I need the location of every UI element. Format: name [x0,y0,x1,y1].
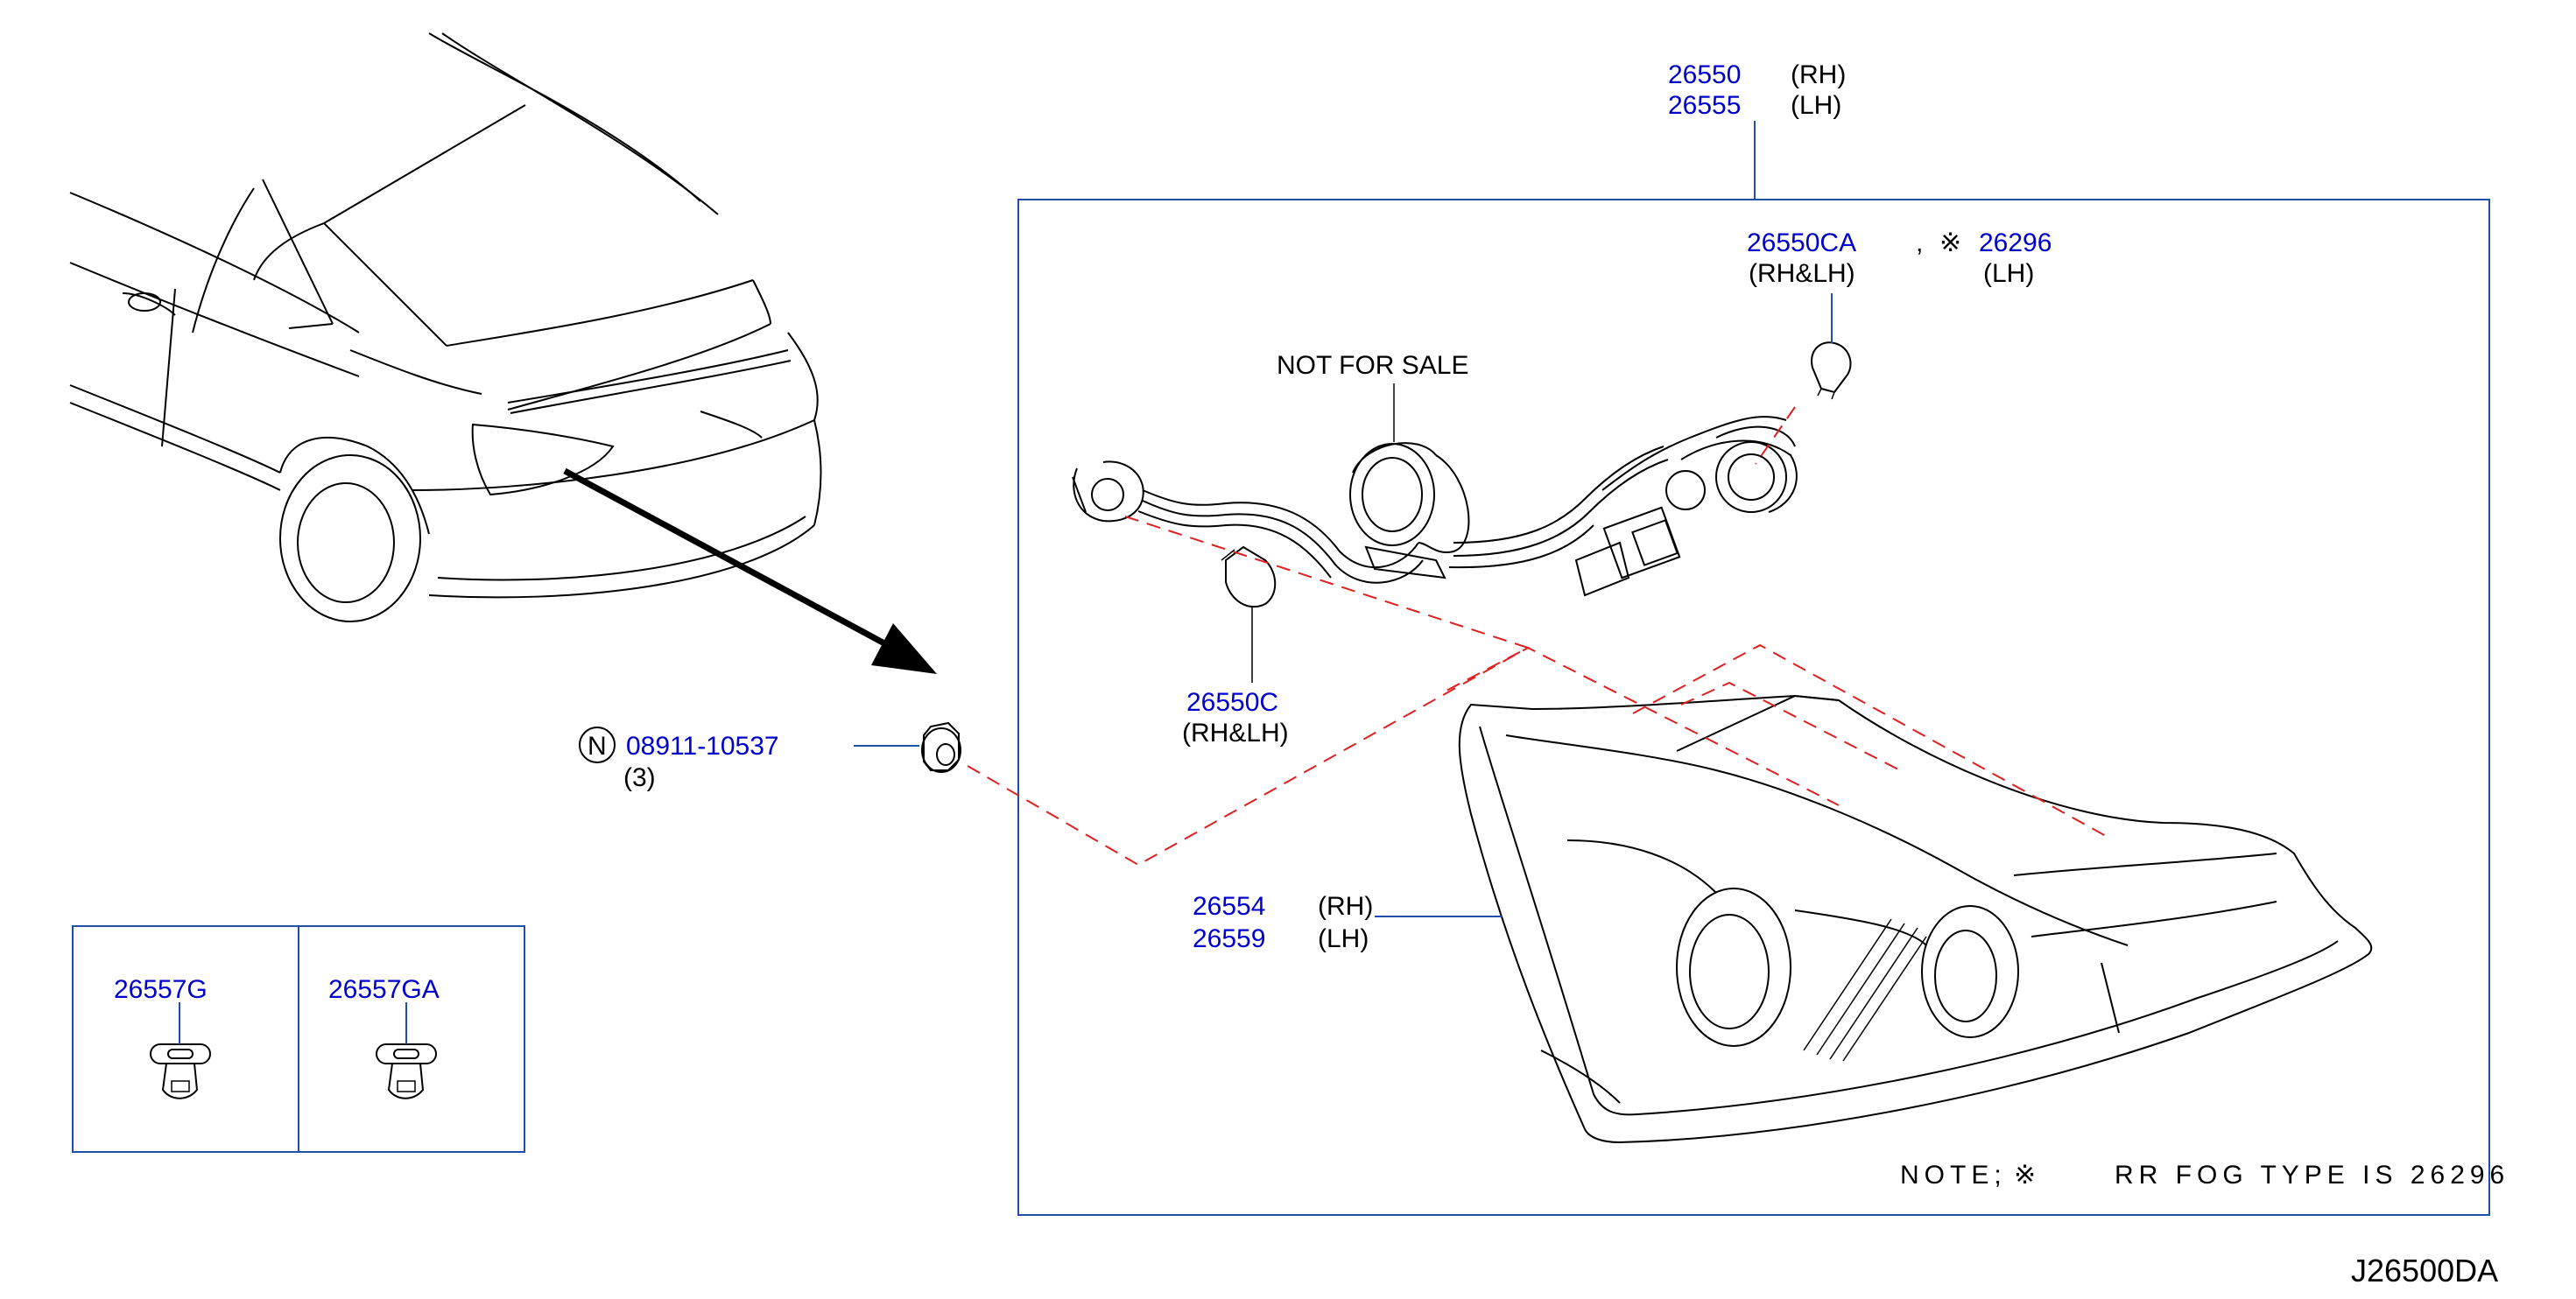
diagram-code: J26500DA [2351,1253,2498,1288]
asterisk-mark-icon: ※ [2014,1161,2036,1190]
nut-qty: (3) [623,763,656,792]
assembly-lh-side: (LH) [1791,91,1841,120]
nut-symbol: N [588,732,607,761]
harness-label: NOT FOR SALE [1277,351,1469,380]
asterisk-mark-icon: ※ [1939,228,1961,257]
bulb-lower-side: (RH&LH) [1182,719,1289,748]
bulb-lower-icon [1221,545,1277,608]
clip-frame-left [72,925,299,1153]
clip-icon [150,1043,211,1099]
bulb-upper-icon [1811,341,1852,400]
wiring-harness [1072,416,1798,597]
direction-arrow-icon [563,467,937,674]
nut-icon [921,721,961,773]
clip-icon [376,1043,437,1099]
note-text: RR FOG TYPE IS 26296 [2115,1161,2509,1190]
nut-symbol-circle [579,727,616,763]
bulb-upper-part[interactable]: 26550CA [1747,228,1856,257]
bulb-lower-part[interactable]: 26550C [1186,688,1278,717]
lamp-lh-part[interactable]: 26559 [1193,924,1265,953]
clip-part-left[interactable]: 26557G [114,975,208,1004]
note-prefix: NOTE; [1900,1161,2007,1190]
clip-frame-right [298,925,525,1153]
tail-lamp-body [1458,694,2373,1144]
lamp-rh-part[interactable]: 26554 [1193,892,1265,921]
nut-part[interactable]: 08911-10537 [626,732,779,761]
car-illustration [69,32,822,622]
bulb-upper-comma: , [1916,228,1923,257]
assembly-rh-part[interactable]: 26550 [1668,60,1741,89]
lamp-rh-side: (RH) [1318,892,1373,921]
bulb-upper-side: (RH&LH) [1749,259,1855,288]
clip-part-right[interactable]: 26557GA [328,975,440,1004]
bulb-alt-part[interactable]: 26296 [1979,228,2052,257]
dashed-guide-lines [967,406,2107,867]
assembly-rh-side: (RH) [1791,60,1846,89]
lamp-lh-side: (LH) [1318,924,1369,953]
bulb-alt-side: (LH) [1983,259,2034,288]
assembly-lh-part[interactable]: 26555 [1668,91,1741,120]
